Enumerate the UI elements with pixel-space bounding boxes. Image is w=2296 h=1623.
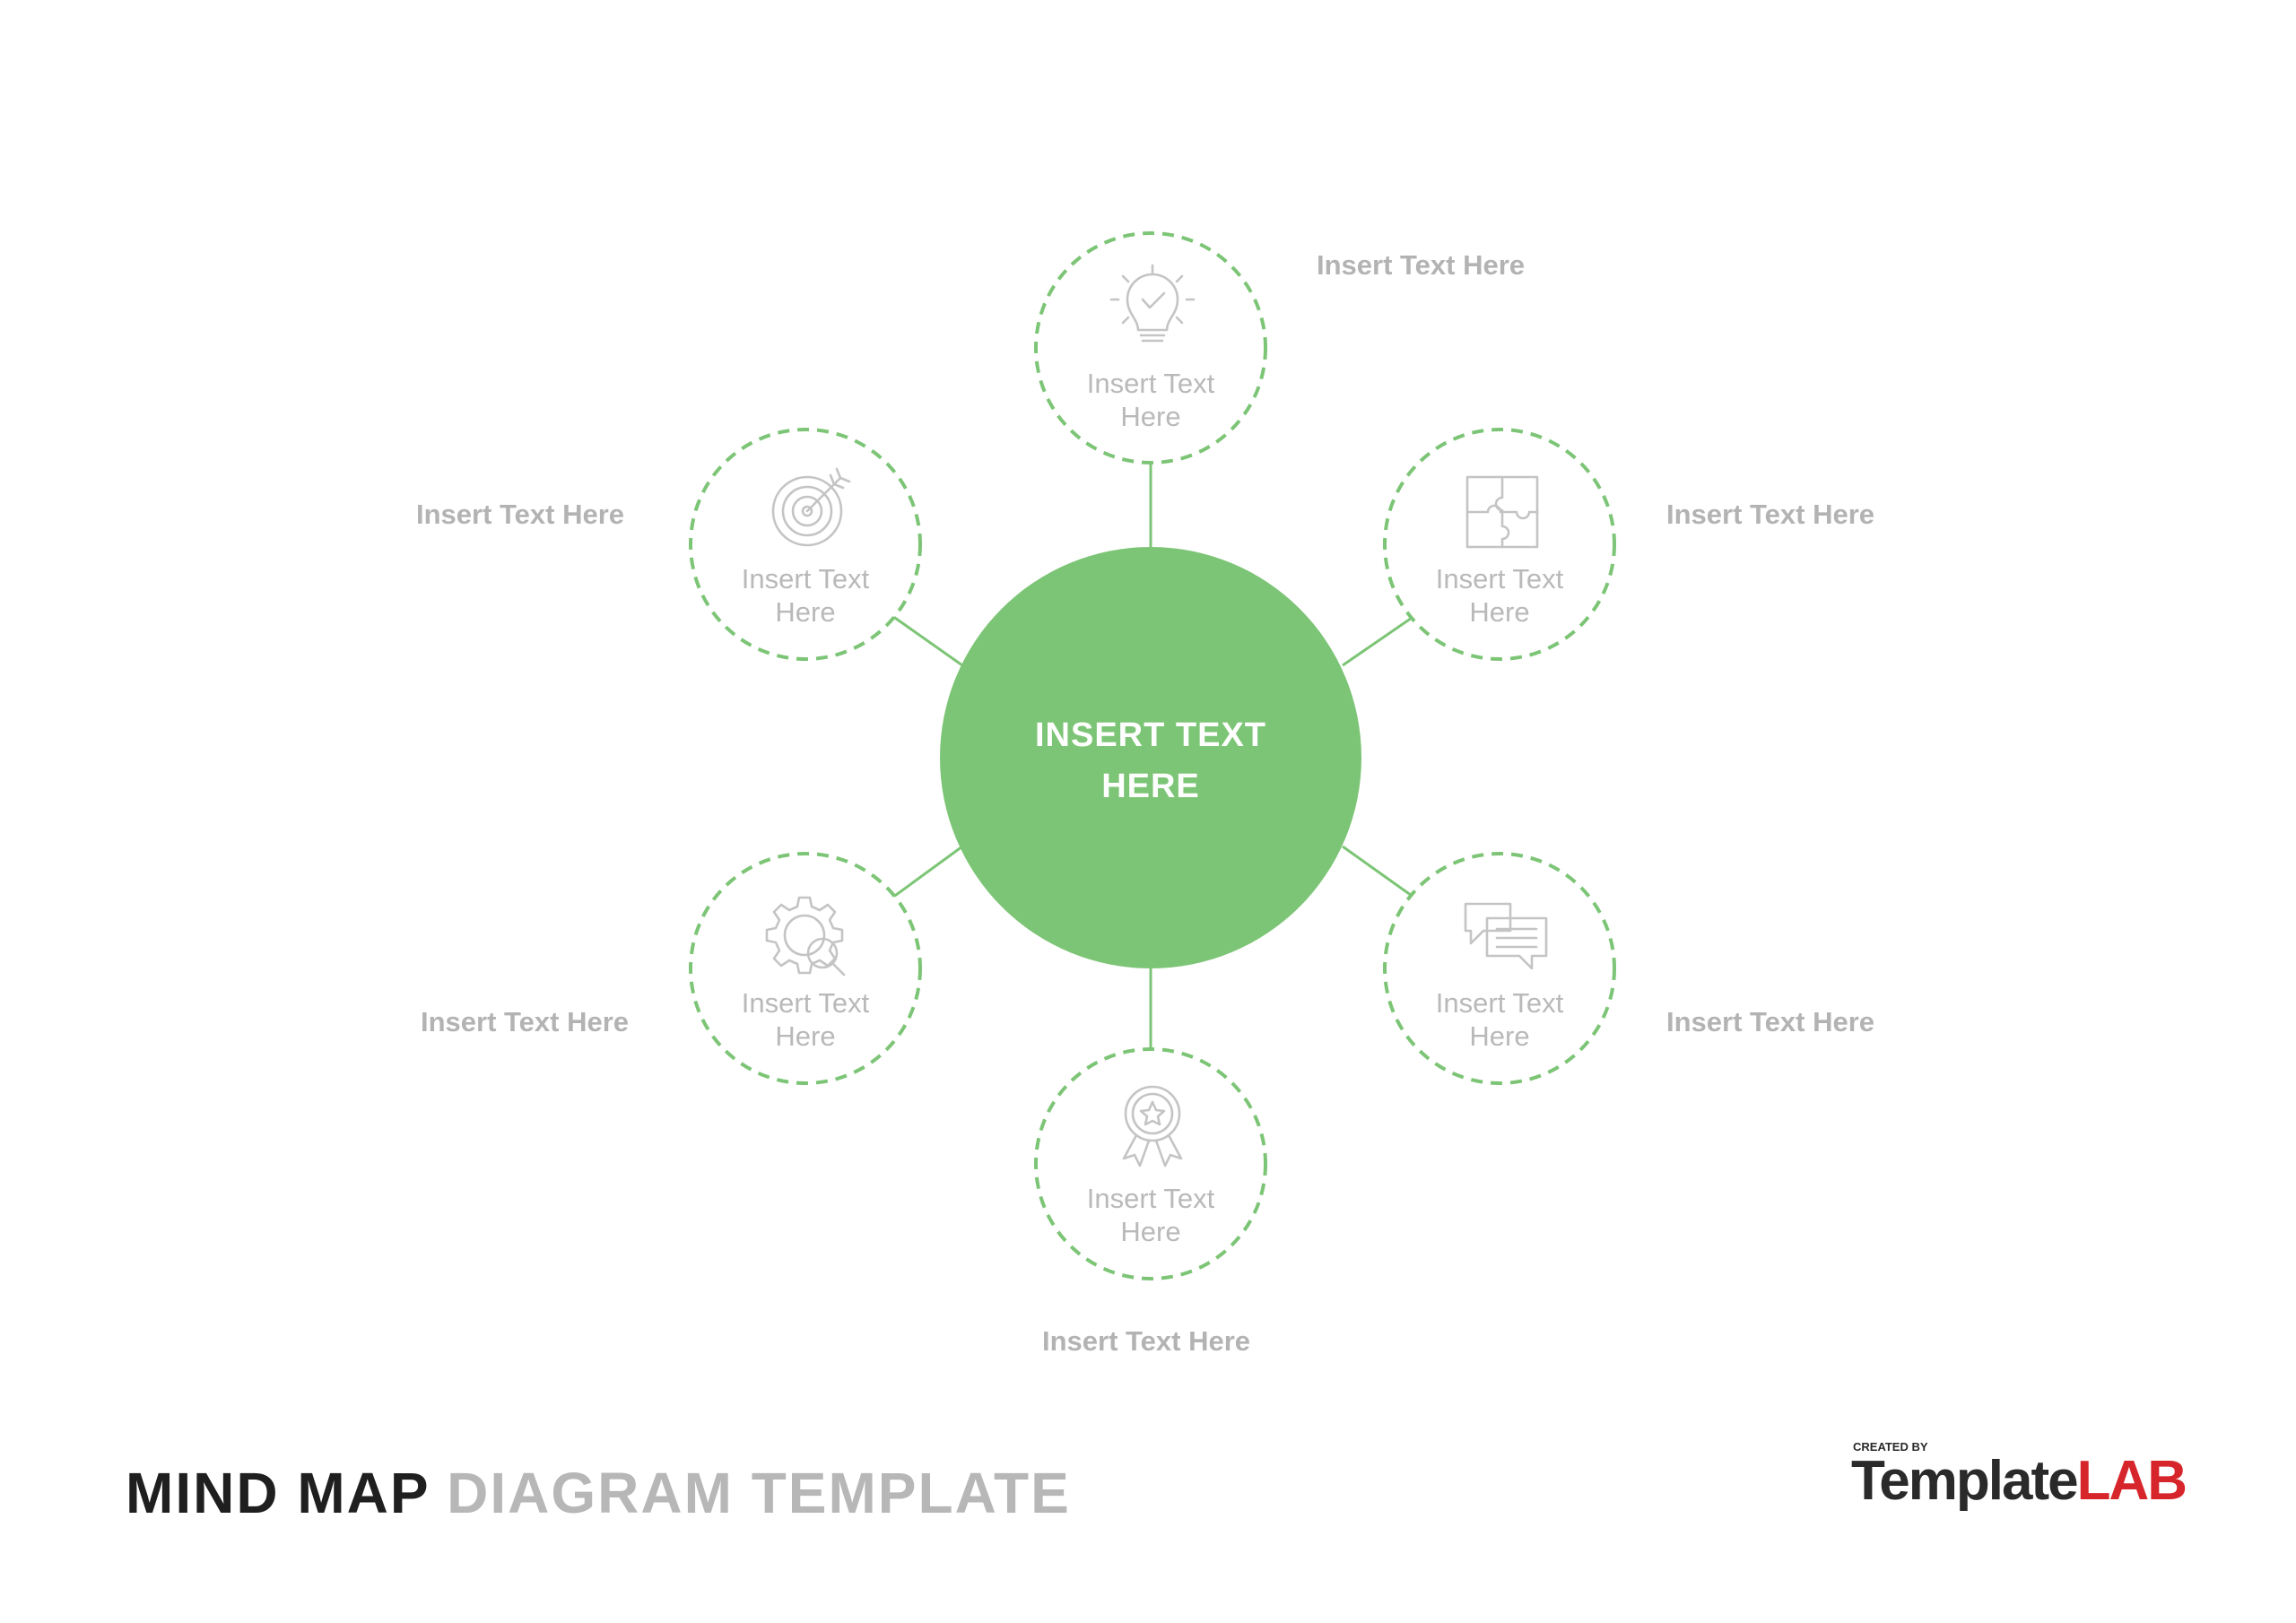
gear-search-icon bbox=[765, 896, 846, 976]
node-bottom-left-outer-label: Insert Text Here bbox=[421, 1006, 630, 1037]
center-text-line2: HERE bbox=[1101, 768, 1200, 805]
center-text-line1: INSERT TEXT bbox=[1035, 716, 1266, 754]
node-bottom-right-text-line2: Here bbox=[1469, 1020, 1529, 1052]
brand-name-part1: Template bbox=[1851, 1450, 2079, 1512]
node-top-outer-label: Insert Text Here bbox=[1317, 249, 1526, 281]
page-title: MIND MAP DIAGRAM TEMPLATE bbox=[126, 1460, 1071, 1526]
connectors bbox=[891, 464, 1415, 1049]
page-title-part1: MIND MAP bbox=[126, 1461, 430, 1525]
chat-icon bbox=[1464, 902, 1548, 970]
node-top-text-line2: Here bbox=[1120, 401, 1180, 432]
connector-bottom-right bbox=[1342, 845, 1415, 899]
award-icon bbox=[1122, 1085, 1183, 1167]
node-top-left-text-line1: Insert Text bbox=[742, 563, 870, 595]
puzzle-icon bbox=[1465, 475, 1539, 549]
node-bottom-left-text-line1: Insert Text bbox=[742, 987, 870, 1019]
node-bottom-right-text-line1: Insert Text bbox=[1436, 987, 1564, 1019]
connector-top-left bbox=[891, 614, 963, 667]
node-top-right-text-line2: Here bbox=[1469, 596, 1529, 628]
lightbulb-icon bbox=[1109, 264, 1196, 343]
node-top-right-text-line1: Insert Text bbox=[1436, 563, 1564, 595]
node-bottom-text-line2: Here bbox=[1120, 1216, 1180, 1247]
brand-created-by: CREATED BY bbox=[1853, 1440, 1928, 1454]
node-top-text-line1: Insert Text bbox=[1087, 368, 1215, 399]
node-bottom-right-outer-label: Insert Text Here bbox=[1666, 1006, 1875, 1037]
node-bottom-text-line1: Insert Text bbox=[1087, 1183, 1215, 1214]
center-node: INSERT TEXT HERE bbox=[940, 547, 1361, 968]
connector-bottom-left bbox=[891, 845, 963, 899]
node-top-left-text-line2: Here bbox=[775, 596, 835, 628]
brand-logo: CREATED BY TemplateLAB bbox=[1851, 1440, 2187, 1512]
node-bottom-outer-label: Insert Text Here bbox=[1042, 1325, 1251, 1357]
node-top-left-outer-label: Insert Text Here bbox=[416, 499, 625, 530]
page-title-part2: DIAGRAM TEMPLATE bbox=[447, 1461, 1071, 1525]
connector-top-right bbox=[1342, 614, 1415, 667]
node-top-right-outer-label: Insert Text Here bbox=[1666, 499, 1875, 530]
brand-name-part2: LAB bbox=[2076, 1450, 2187, 1512]
brand-name: TemplateLAB bbox=[1851, 1449, 2187, 1513]
target-icon bbox=[771, 467, 851, 547]
node-bottom-left-text-line2: Here bbox=[775, 1020, 835, 1052]
